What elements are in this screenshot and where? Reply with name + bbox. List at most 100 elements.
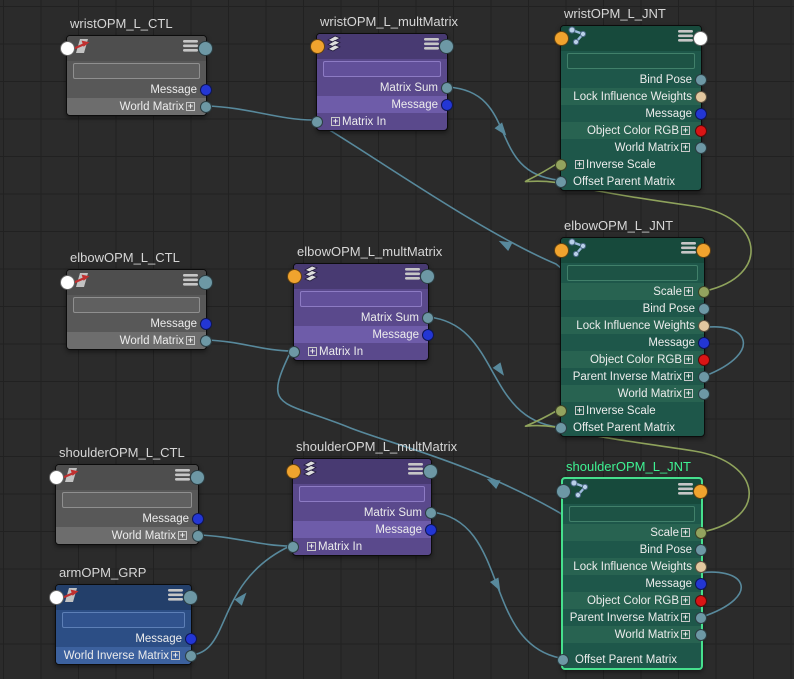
- port-armOPM-GRP-Message[interactable]: [185, 632, 197, 645]
- port-wristOPM-L-JNT-Bind-Pose[interactable]: [695, 73, 707, 86]
- attribute-row-Lock-Influence-Weights[interactable]: Lock Influence Weights: [561, 317, 710, 334]
- attribute-row-Bind-Pose[interactable]: Bind Pose: [561, 300, 710, 317]
- connection-shoulderOPM-L-CTL-worldMatrix-to-shoulderOPM-L-multMatrix-matrixIn[interactable]: [197, 534, 291, 547]
- port-wristOPM-L-multMatrix-Matrix-Sum[interactable]: [441, 81, 453, 94]
- port-elbowOPM-L-JNT-Lock-Influence-Weights[interactable]: [698, 319, 710, 332]
- attribute-row-Lock-Influence-Weights[interactable]: Lock Influence Weights: [563, 558, 707, 575]
- attribute-row-Object-Color-RGB[interactable]: Object Color RGB+: [561, 122, 707, 139]
- expand-attribute-icon[interactable]: +: [681, 612, 690, 622]
- attribute-row-Inverse-Scale[interactable]: +Inverse Scale: [555, 402, 704, 419]
- port-wristOPM-L-JNT-Lock-Influence-Weights[interactable]: [695, 90, 707, 103]
- attribute-row-Bind-Pose[interactable]: Bind Pose: [563, 541, 707, 558]
- attribute-row-Matrix-In[interactable]: +Matrix In: [311, 113, 447, 130]
- port-elbowOPM-L-JNT-Parent-Inverse-Matrix[interactable]: [698, 370, 710, 383]
- attribute-filter-input[interactable]: [73, 297, 200, 313]
- port-elbowOPM-L-JNT-Inverse-Scale[interactable]: [555, 404, 567, 417]
- display-mode-menu-icon[interactable]: [404, 267, 422, 287]
- port-elbowOPM-L-CTL-Message[interactable]: [200, 317, 212, 330]
- node-header[interactable]: [286, 459, 438, 484]
- expand-attribute-icon[interactable]: +: [684, 354, 693, 364]
- node-header[interactable]: [556, 479, 708, 504]
- display-mode-menu-icon[interactable]: [677, 482, 695, 502]
- attribute-filter-input[interactable]: [73, 63, 200, 79]
- port-elbowOPM-L-multMatrix-Message[interactable]: [422, 328, 434, 341]
- expand-attribute-icon[interactable]: +: [681, 629, 690, 639]
- header-port-left[interactable]: [310, 39, 325, 54]
- attribute-row-World-Matrix[interactable]: World Matrix+: [67, 98, 212, 115]
- port-elbowOPM-L-multMatrix-Matrix-In[interactable]: [288, 345, 300, 358]
- attribute-row-Parent-Inverse-Matrix[interactable]: Parent Inverse Matrix+: [561, 368, 710, 385]
- attribute-row-Message[interactable]: Message: [56, 510, 204, 527]
- connection-wristOPM-L-CTL-worldMatrix-to-wristOPM-L-multMatrix-matrixIn[interactable]: [205, 105, 314, 121]
- expand-attribute-icon[interactable]: +: [575, 159, 584, 169]
- port-elbowOPM-L-JNT-Message[interactable]: [698, 336, 710, 349]
- header-port-right[interactable]: [198, 41, 213, 56]
- attribute-row-Offset-Parent-Matrix[interactable]: Offset Parent Matrix: [557, 651, 701, 668]
- port-elbowOPM-L-multMatrix-Matrix-Sum[interactable]: [422, 311, 434, 324]
- connection-elbowOPM-L-CTL-worldMatrix-to-elbowOPM-L-multMatrix-matrixIn[interactable]: [205, 339, 292, 352]
- display-mode-menu-icon[interactable]: [174, 468, 192, 488]
- attribute-row-World-Matrix[interactable]: World Matrix+: [56, 527, 204, 544]
- port-shoulderOPM-L-JNT-Offset-Parent-Matrix[interactable]: [557, 653, 569, 666]
- header-port-left[interactable]: [556, 484, 571, 499]
- port-wristOPM-L-JNT-World-Matrix[interactable]: [695, 141, 707, 154]
- port-elbowOPM-L-CTL-World-Matrix[interactable]: [200, 334, 212, 347]
- expand-attribute-icon[interactable]: +: [178, 530, 187, 540]
- attribute-row-Scale[interactable]: Scale+: [561, 283, 710, 300]
- port-shoulderOPM-L-multMatrix-Matrix-Sum[interactable]: [425, 506, 437, 519]
- node-header[interactable]: [310, 34, 454, 59]
- port-elbowOPM-L-JNT-Bind-Pose[interactable]: [698, 302, 710, 315]
- expand-attribute-icon[interactable]: +: [308, 346, 317, 356]
- attribute-row-Inverse-Scale[interactable]: +Inverse Scale: [555, 156, 701, 173]
- attribute-filter-input[interactable]: [299, 486, 425, 502]
- display-mode-menu-icon[interactable]: [423, 37, 441, 57]
- attribute-row-World-Matrix[interactable]: World Matrix+: [561, 139, 707, 156]
- header-port-left[interactable]: [49, 590, 64, 605]
- connection-elbowOPM-L-JNT-scale-to-wristOPM-L-JNT-inverseScale[interactable]: [524, 162, 752, 292]
- connection-elbowOPM-L-multMatrix-matrixSum-to-elbowOPM-L-JNT-offsetParentMatrix[interactable]: [427, 316, 559, 428]
- header-port-right[interactable]: [693, 31, 708, 46]
- attribute-row-Offset-Parent-Matrix[interactable]: Offset Parent Matrix: [555, 173, 701, 190]
- header-port-right[interactable]: [190, 470, 205, 485]
- display-mode-menu-icon[interactable]: [182, 39, 200, 59]
- port-shoulderOPM-L-JNT-Lock-Influence-Weights[interactable]: [695, 560, 707, 573]
- attribute-row-Matrix-In[interactable]: +Matrix In: [287, 538, 431, 555]
- attribute-row-World-Inverse-Matrix[interactable]: World Inverse Matrix+: [56, 647, 197, 664]
- header-port-right[interactable]: [696, 243, 711, 258]
- header-port-right[interactable]: [439, 39, 454, 54]
- header-port-right[interactable]: [183, 590, 198, 605]
- attribute-row-Message[interactable]: Message: [294, 326, 434, 343]
- expand-attribute-icon[interactable]: +: [684, 371, 693, 381]
- expand-attribute-icon[interactable]: +: [681, 125, 690, 135]
- attribute-filter-input[interactable]: [300, 291, 422, 307]
- attribute-row-World-Matrix[interactable]: World Matrix+: [561, 385, 710, 402]
- attribute-row-World-Matrix[interactable]: World Matrix+: [563, 626, 707, 643]
- attribute-row-Message[interactable]: Message: [561, 334, 710, 351]
- display-mode-menu-icon[interactable]: [407, 462, 425, 482]
- port-wristOPM-L-CTL-Message[interactable]: [200, 83, 212, 96]
- header-port-left[interactable]: [554, 31, 569, 46]
- port-shoulderOPM-L-CTL-World-Matrix[interactable]: [192, 529, 204, 542]
- port-elbowOPM-L-JNT-Object-Color-RGB[interactable]: [698, 353, 710, 366]
- attribute-row-Message[interactable]: Message: [293, 521, 437, 538]
- connection-armOPM-GRP-worldInverseMatrix-to-shoulderOPM-L-multMatrix-matrixIn[interactable]: [190, 545, 291, 656]
- port-shoulderOPM-L-JNT-Bind-Pose[interactable]: [695, 543, 707, 556]
- attribute-row-Matrix-In[interactable]: +Matrix In: [288, 343, 428, 360]
- node-header[interactable]: [554, 26, 708, 51]
- attribute-filter-input[interactable]: [567, 265, 698, 281]
- attribute-row-Scale[interactable]: Scale+: [563, 524, 707, 541]
- connection-shoulderOPM-L-JNT-parentInverseMatrix-to-elbowOPM-L-multMatrix-matrixIn[interactable]: [276, 350, 742, 618]
- expand-attribute-icon[interactable]: +: [684, 388, 693, 398]
- expand-attribute-icon[interactable]: +: [171, 650, 180, 660]
- expand-attribute-icon[interactable]: +: [307, 541, 316, 551]
